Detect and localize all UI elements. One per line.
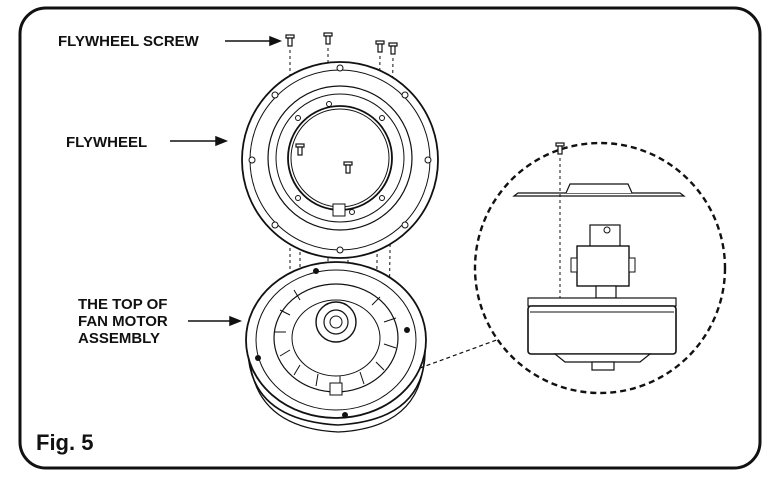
screw-icon [295, 143, 353, 174]
detail-connector [419, 337, 503, 369]
fan-motor-label-line2: FAN MOTOR [78, 313, 168, 330]
detail-motor [527, 224, 677, 371]
fan-motor-label-line3: ASSEMBLY [78, 330, 160, 347]
figure-caption: Fig. 5 [36, 430, 94, 455]
fan-motor-assembly [245, 261, 427, 433]
arrow-flywheel [170, 135, 229, 147]
screw-icon [555, 142, 565, 155]
arrow-flywheel-screw [225, 35, 283, 47]
flywheel [241, 61, 439, 259]
flywheel-label: FLYWHEEL [66, 134, 148, 151]
fan-motor-label: THE TOP OF FAN MOTOR ASSEMBLY [78, 296, 168, 347]
figure-border [18, 6, 762, 470]
screw-icon [285, 32, 398, 55]
flywheel-screw-label: FLYWHEEL SCREW [58, 33, 199, 50]
arrow-motor [188, 315, 243, 327]
detail-flywheel [512, 183, 686, 197]
fan-motor-label-line1: THE TOP OF [78, 296, 168, 313]
